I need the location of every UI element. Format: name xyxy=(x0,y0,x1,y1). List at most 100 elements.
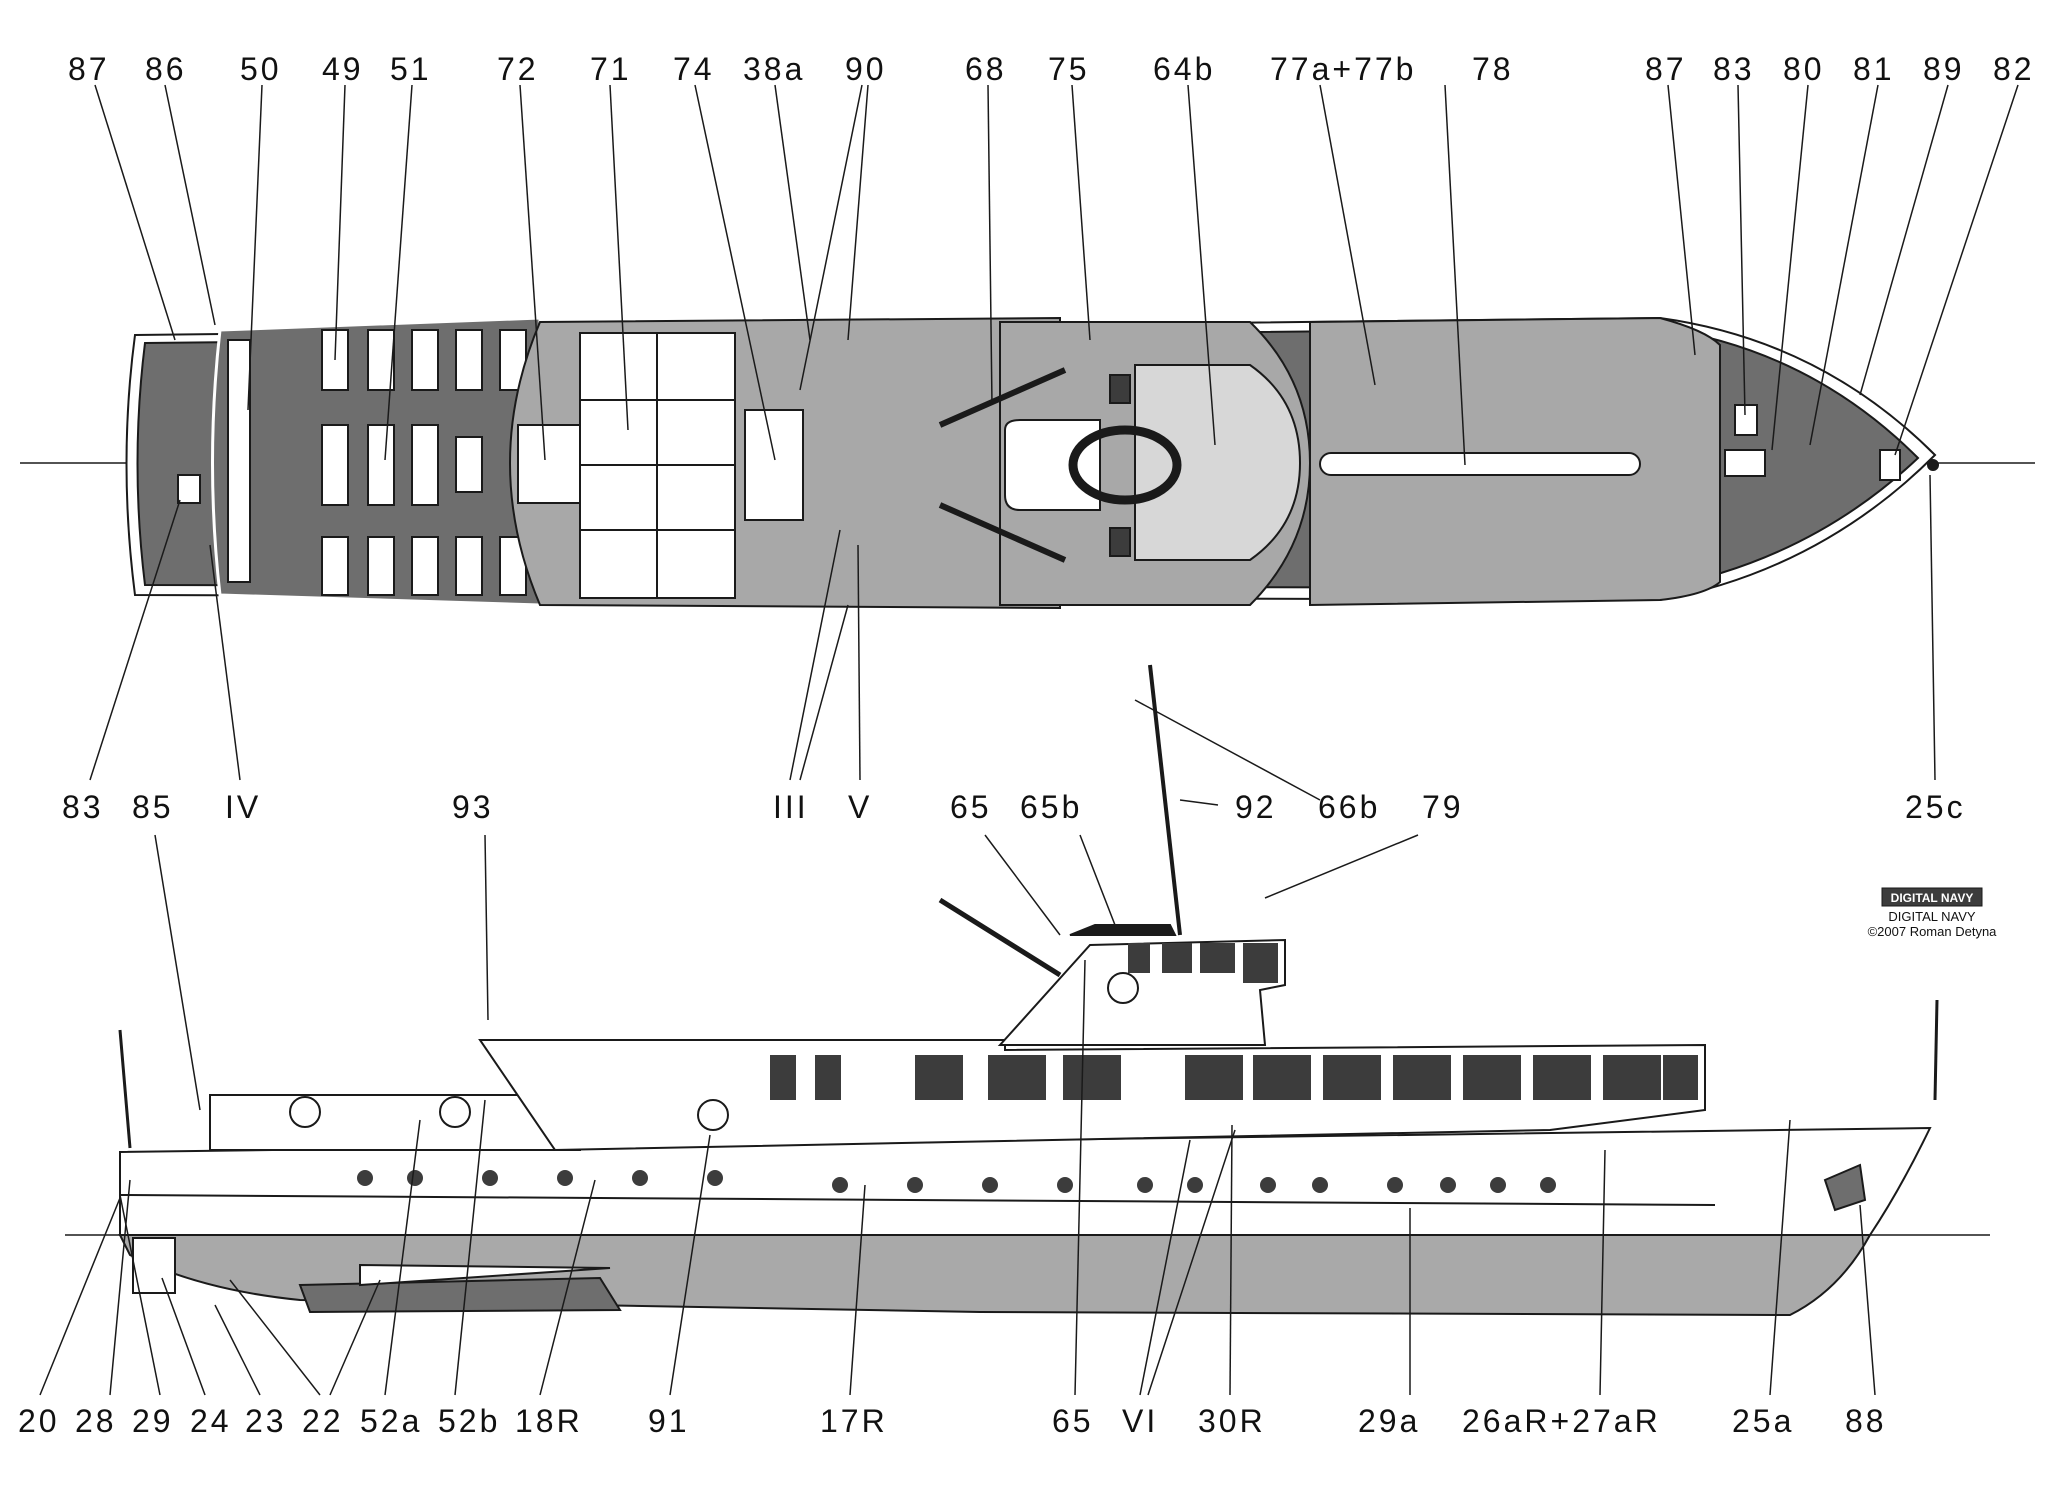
label-83-aft: 83 xyxy=(62,789,104,825)
label-26aR-27aR: 26aR+27aR xyxy=(1462,1403,1661,1439)
label-87-fwd: 87 xyxy=(1645,51,1687,87)
label-52a: 52a xyxy=(360,1403,422,1439)
label-92: 92 xyxy=(1235,789,1277,825)
bench xyxy=(455,329,483,391)
label-81: 81 xyxy=(1853,51,1895,87)
label-93: 93 xyxy=(452,789,494,825)
bench xyxy=(411,536,439,596)
label-17R: 17R xyxy=(820,1403,888,1439)
label-20: 20 xyxy=(18,1403,60,1439)
label-82: 82 xyxy=(1993,51,2035,87)
label-49: 49 xyxy=(322,51,364,87)
walkway xyxy=(1319,452,1641,476)
label-29: 29 xyxy=(132,1403,174,1439)
hatch-83 xyxy=(1734,404,1758,436)
top-labels: 87 86 50 49 51 72 71 74 38a 90 68 75 64b… xyxy=(68,51,2035,87)
watermark-line2: ©2007 Roman Detyna xyxy=(1868,924,1998,939)
label-75: 75 xyxy=(1048,51,1090,87)
label-68: 68 xyxy=(965,51,1007,87)
keel xyxy=(298,1276,622,1314)
stabilizer-fin xyxy=(359,1263,611,1287)
windlass xyxy=(1724,449,1766,477)
hatch-82 xyxy=(1879,449,1901,481)
vent xyxy=(1109,527,1131,557)
label-79: 79 xyxy=(1422,789,1464,825)
leader-lines xyxy=(39,84,2019,1396)
label-65: 65 xyxy=(950,789,992,825)
label-65-side: 65 xyxy=(1052,1403,1094,1439)
side-view xyxy=(65,664,1990,1317)
label-85: 85 xyxy=(132,789,174,825)
label-25c: 25c xyxy=(1905,789,1966,825)
benches xyxy=(177,329,527,596)
label-91: 91 xyxy=(648,1403,690,1439)
label-29a: 29a xyxy=(1358,1403,1420,1439)
bench xyxy=(367,424,395,506)
label-90: 90 xyxy=(845,51,887,87)
bench xyxy=(411,424,439,506)
mid-labels: 83 85 IV 93 III V 65 65b 92 66b 79 25c xyxy=(62,789,1966,825)
vent xyxy=(1109,374,1131,404)
label-III: III xyxy=(773,789,809,825)
bottom-labels: 20 28 29 24 23 22 52a 52b 18R 91 17R 65 … xyxy=(18,1403,1887,1439)
ring-housing xyxy=(1068,425,1182,505)
bench xyxy=(455,536,483,596)
label-38a: 38a xyxy=(743,51,805,87)
label-74: 74 xyxy=(673,51,715,87)
life-rings xyxy=(289,972,1139,1131)
label-86: 86 xyxy=(145,51,187,87)
label-18R: 18R xyxy=(515,1403,583,1439)
topsides xyxy=(119,1126,1932,1236)
davit-arm xyxy=(938,502,1067,563)
label-28: 28 xyxy=(75,1403,117,1439)
label-23: 23 xyxy=(245,1403,287,1439)
label-64b: 64b xyxy=(1153,51,1215,87)
bow-point xyxy=(1927,459,1939,471)
bench xyxy=(367,536,395,596)
anchor-pocket xyxy=(1823,1163,1867,1212)
hatch-74 xyxy=(744,409,804,521)
roof-hatch xyxy=(1069,924,1177,936)
label-22: 22 xyxy=(302,1403,344,1439)
label-VI: VI xyxy=(1122,1403,1158,1439)
label-25a: 25a xyxy=(1732,1403,1794,1439)
label-88: 88 xyxy=(1845,1403,1887,1439)
davit-arm xyxy=(938,367,1067,428)
label-30R: 30R xyxy=(1198,1403,1266,1439)
rudder xyxy=(132,1237,176,1294)
label-77a-77b: 77a+77b xyxy=(1270,51,1416,87)
label-50: 50 xyxy=(240,51,282,87)
label-24: 24 xyxy=(190,1403,232,1439)
bench xyxy=(321,424,349,506)
watermark-line1: DIGITAL NAVY xyxy=(1888,909,1975,924)
bench xyxy=(321,536,349,596)
label-78: 78 xyxy=(1472,51,1514,87)
label-IV: IV xyxy=(225,789,261,825)
windows xyxy=(770,943,1698,1100)
label-52b: 52b xyxy=(438,1403,500,1439)
label-72: 72 xyxy=(497,51,539,87)
label-65b: 65b xyxy=(1020,789,1082,825)
label-83: 83 xyxy=(1713,51,1755,87)
bench xyxy=(411,329,439,391)
funnel-casing xyxy=(1004,419,1101,511)
watermark-logo xyxy=(1881,887,1983,907)
label-51: 51 xyxy=(390,51,432,87)
bridge-roof xyxy=(1134,364,1302,561)
label-89: 89 xyxy=(1923,51,1965,87)
portholes xyxy=(357,1170,1556,1193)
label-66b: 66b xyxy=(1318,789,1380,825)
label-87: 87 xyxy=(68,51,110,87)
label-80: 80 xyxy=(1783,51,1825,87)
label-71: 71 xyxy=(590,51,632,87)
watermark: DIGITAL NAVY DIGITAL NAVY ©2007 Roman De… xyxy=(1868,887,1998,939)
plan-view xyxy=(20,316,2035,610)
rubbing-strake xyxy=(119,1194,1716,1206)
bench xyxy=(455,436,483,493)
watermark-logo-text: DIGITAL NAVY xyxy=(1891,891,1974,905)
stern-hatch xyxy=(177,474,201,504)
jack-staff xyxy=(1933,999,1939,1101)
stern-rail xyxy=(227,339,251,583)
hatch-72 xyxy=(517,424,581,504)
